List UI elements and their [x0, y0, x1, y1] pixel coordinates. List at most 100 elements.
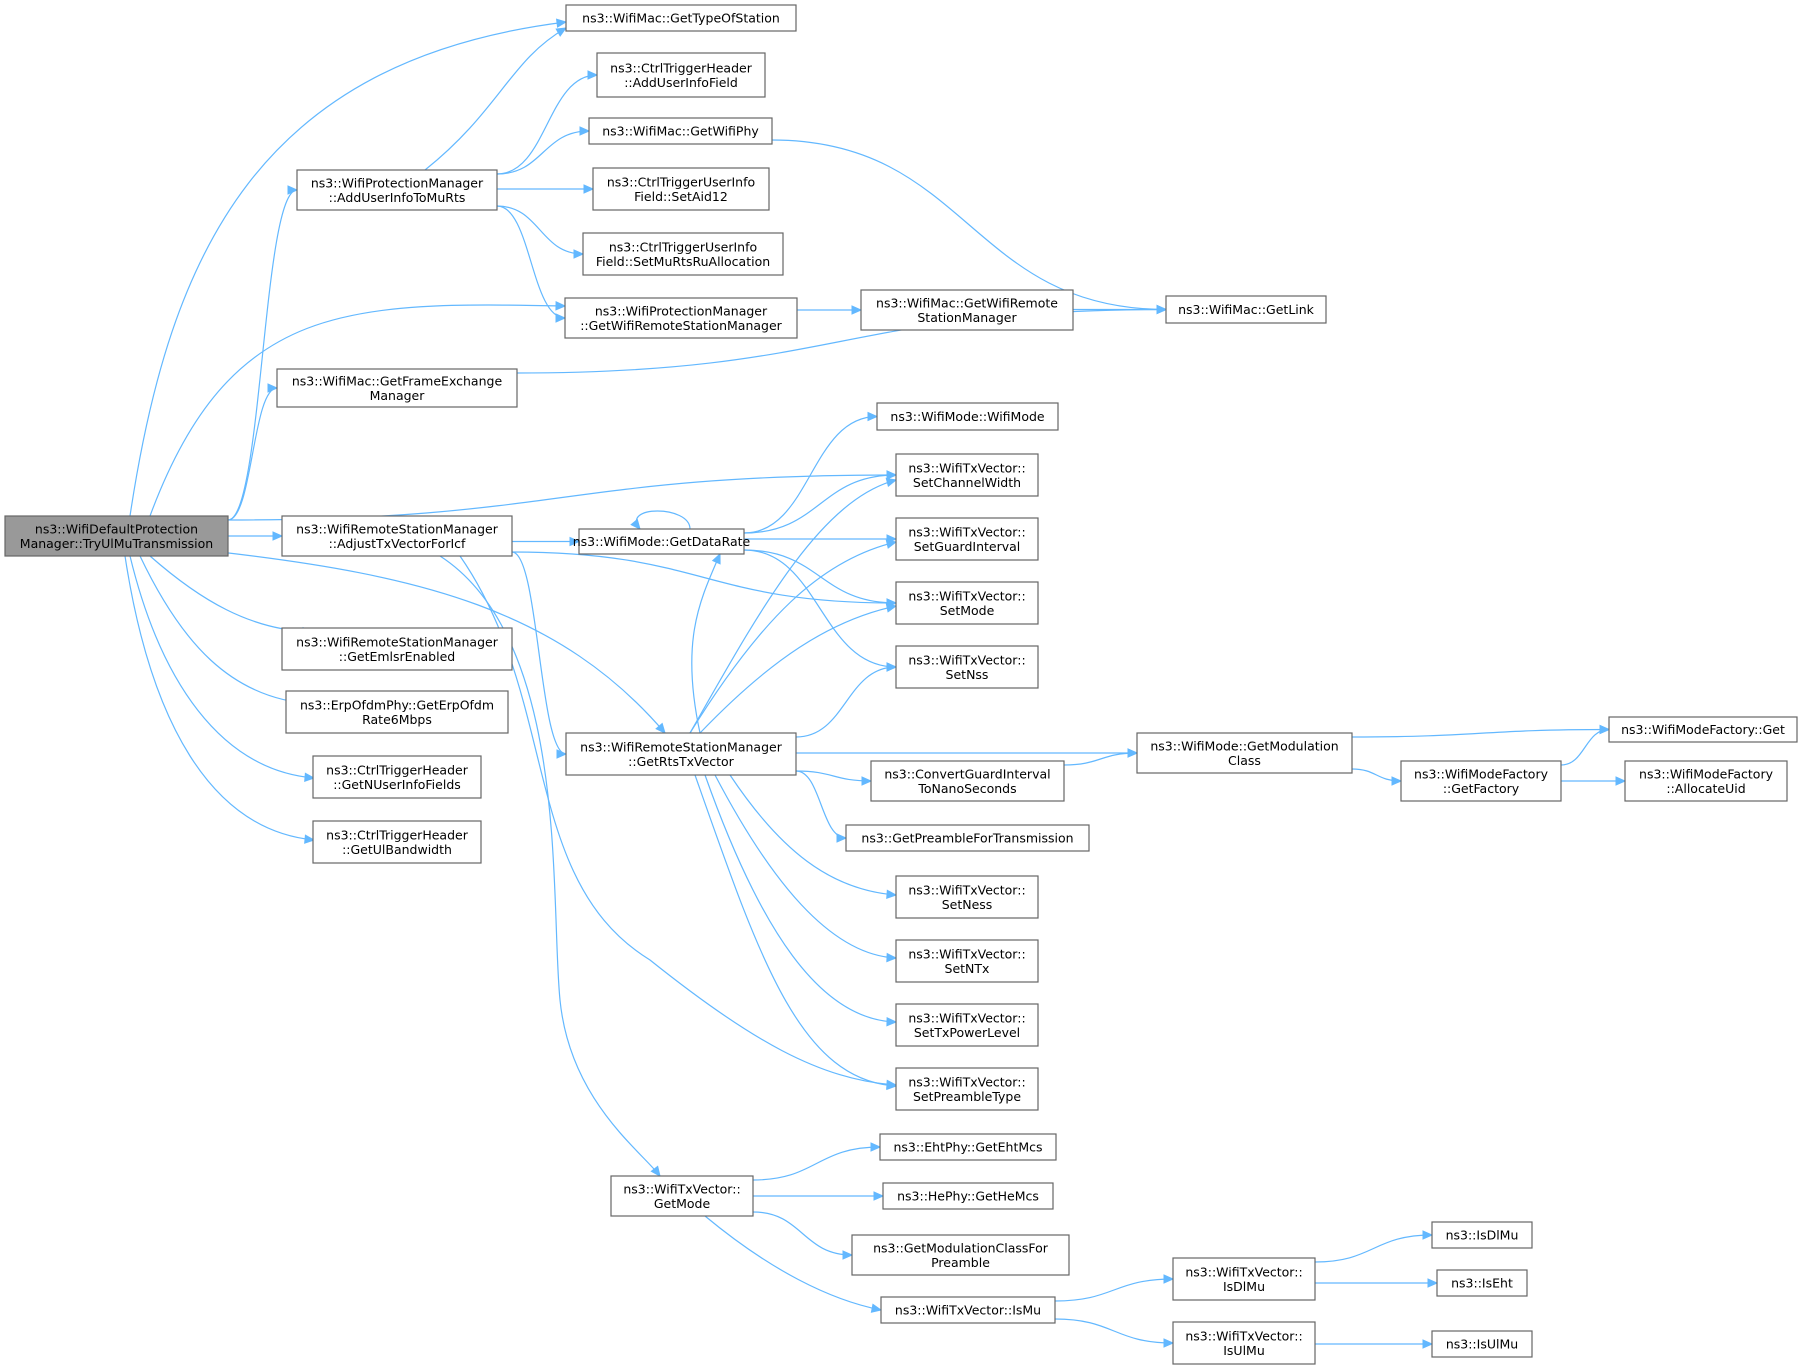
edge-getDataRate-to-setNss — [743, 549, 898, 672]
edge-getDataRate-to-setChannelWidth — [743, 470, 898, 534]
node-label: ns3::WifiRemoteStationManager — [296, 521, 499, 536]
node-label: SetTxPowerLevel — [914, 1025, 1020, 1040]
node-isMu[interactable]: ns3::WifiTxVector::IsMu — [880, 1296, 1056, 1324]
edge-arrowhead — [304, 834, 316, 844]
node-wifiModeCtor[interactable]: ns3::WifiMode::WifiMode — [876, 402, 1059, 431]
edge-line — [795, 770, 872, 782]
node-label: Manager::TryUlMuTransmission — [20, 536, 213, 551]
node-getLink[interactable]: ns3::WifiMac::GetLink — [1165, 295, 1327, 324]
edge-arrowhead — [579, 126, 591, 136]
node-setMode[interactable]: ns3::WifiTxVector::SetMode — [895, 581, 1039, 625]
node-label: Rate6Mbps — [362, 712, 432, 727]
edge-getRtsTxVector-to-getModulationClass — [796, 748, 1139, 758]
edge-arrowhead — [1615, 776, 1627, 786]
node-label: IsUlMu — [1223, 1343, 1265, 1358]
node-getMode[interactable]: ns3::WifiTxVector::GetMode — [610, 1175, 754, 1217]
node-setTxPowerLevel[interactable]: ns3::WifiTxVector::SetTxPowerLevel — [895, 1003, 1039, 1047]
node-box — [1172, 1321, 1316, 1365]
node-getWifiPhy[interactable]: ns3::WifiMac::GetWifiPhy — [588, 117, 773, 145]
node-getFactory[interactable]: ns3::WifiModeFactory::GetFactory — [1400, 760, 1562, 802]
edge-adjustTxVectorForIcf-to-setPreambleType — [459, 555, 898, 1090]
edge-getWifiPhy-to-getLink — [771, 139, 1168, 315]
node-addUserInfoToMuRts[interactable]: ns3::WifiProtectionManager::AddUserInfoT… — [296, 169, 498, 211]
edge-root-to-getRtsTxVector — [219, 551, 666, 734]
edge-arrowhead — [886, 1016, 898, 1027]
node-getNUserInfoFields[interactable]: ns3::CtrlTriggerHeader::GetNUserInfoFiel… — [312, 755, 482, 799]
edge-line — [743, 415, 878, 534]
node-allocateUid[interactable]: ns3::WifiModeFactory::AllocateUid — [1624, 760, 1788, 802]
node-macGetWifiRemoteStationManager[interactable]: ns3::WifiMac::GetWifiRemoteStationManage… — [860, 289, 1074, 331]
node-getTypeOfStation[interactable]: ns3::WifiMac::GetTypeOfStation — [565, 4, 797, 32]
edge-root-to-getNUserInfoFields — [129, 555, 316, 782]
node-setMuRtsRuAllocation[interactable]: ns3::CtrlTriggerUserInfoField::SetMuRtsR… — [582, 232, 784, 276]
node-getDataRate[interactable]: ns3::WifiMode::GetDataRate — [573, 528, 751, 555]
node-setGuardInterval[interactable]: ns3::WifiTxVector::SetGuardInterval — [895, 517, 1039, 561]
node-getHeMcs[interactable]: ns3::HePhy::GetHeMcs — [882, 1182, 1054, 1210]
node-setNss[interactable]: ns3::WifiTxVector::SetNss — [895, 645, 1039, 689]
node-label: ::GetNUserInfoFields — [333, 777, 461, 792]
node-addUserInfoField[interactable]: ns3::CtrlTriggerHeader::AddUserInfoField — [596, 52, 766, 98]
node-getEhtMcs[interactable]: ns3::EhtPhy::GetEhtMcs — [879, 1133, 1057, 1161]
node-txIsUlMu[interactable]: ns3::WifiTxVector::IsUlMu — [1172, 1321, 1316, 1365]
edge-getMode-to-getEhtMcs — [752, 1142, 882, 1181]
node-label: ::GetWifiRemoteStationManager — [580, 318, 782, 333]
node-getModulationClass[interactable]: ns3::WifiMode::GetModulationClass — [1136, 732, 1353, 774]
node-txIsDlMu[interactable]: ns3::WifiTxVector::IsDlMu — [1172, 1257, 1316, 1301]
node-getEmlsrEnabled[interactable]: ns3::WifiRemoteStationManager::GetEmlsrE… — [281, 627, 513, 671]
node-box — [895, 875, 1039, 919]
edge-arrowhead — [885, 539, 898, 549]
node-root[interactable]: ns3::WifiDefaultProtectionManager::TryUl… — [4, 515, 229, 557]
node-setChannelWidth[interactable]: ns3::WifiTxVector::SetChannelWidth — [895, 453, 1039, 497]
node-setNTx[interactable]: ns3::WifiTxVector::SetNTx — [895, 939, 1039, 983]
node-setNess[interactable]: ns3::WifiTxVector::SetNess — [895, 875, 1039, 919]
edge-getModulationClass-to-getFactory — [1351, 768, 1403, 786]
node-label: ns3::WifiModeFactory — [1414, 766, 1549, 781]
node-box — [578, 528, 745, 555]
node-label: ns3::WifiMode::WifiMode — [890, 409, 1045, 424]
node-box — [895, 581, 1039, 625]
node-box — [588, 117, 773, 145]
node-label: ns3::CtrlTriggerHeader — [326, 827, 469, 842]
node-isUlMuFree[interactable]: ns3::IsUlMu — [1431, 1330, 1533, 1358]
edge-isMu-to-txIsDlMu — [1054, 1274, 1175, 1302]
node-box — [285, 690, 509, 734]
node-label: ns3::WifiModeFactory::Get — [1621, 722, 1785, 737]
edge-line — [704, 774, 897, 1023]
node-pmGetWifiRemoteStationManager[interactable]: ns3::WifiProtectionManager::GetWifiRemot… — [564, 297, 798, 339]
edge-arrowhead — [287, 185, 299, 195]
node-isEht[interactable]: ns3::IsEht — [1436, 1269, 1528, 1297]
node-label: Field::SetMuRtsRuAllocation — [596, 254, 770, 269]
node-box — [1431, 1330, 1533, 1358]
node-box — [860, 289, 1074, 331]
node-box — [895, 1067, 1039, 1111]
node-box — [1400, 760, 1562, 802]
node-isDlMuFree[interactable]: ns3::IsDlMu — [1431, 1221, 1533, 1249]
node-box — [845, 824, 1090, 852]
node-label: Field::SetAid12 — [634, 189, 728, 204]
node-label: ns3::WifiTxVector:: — [1185, 1264, 1302, 1279]
node-getPreambleForTransmission[interactable]: ns3::GetPreambleForTransmission — [845, 824, 1090, 852]
node-setPreambleType[interactable]: ns3::WifiTxVector::SetPreambleType — [895, 1067, 1039, 1111]
node-box — [564, 297, 798, 339]
node-label: ::GetUlBandwidth — [342, 842, 452, 857]
edge-line — [752, 1146, 881, 1181]
edge-arrowhead — [886, 662, 898, 672]
edge-line — [1063, 752, 1138, 766]
node-adjustTxVectorForIcf[interactable]: ns3::WifiRemoteStationManager::AdjustTxV… — [281, 515, 513, 557]
edge-getRtsTxVector-to-convertGuardInterval — [795, 770, 873, 786]
edge-line — [496, 74, 598, 175]
node-factoryGet[interactable]: ns3::WifiModeFactory::Get — [1608, 716, 1798, 743]
edge-root-to-setChannelWidth — [227, 470, 898, 521]
edges-layer — [124, 18, 1627, 1349]
node-label: ns3::CtrlTriggerUserInfo — [607, 174, 755, 189]
node-getRtsTxVector[interactable]: ns3::WifiRemoteStationManager::GetRtsTxV… — [565, 732, 797, 776]
edge-line — [511, 551, 897, 604]
node-getUlBandwidth[interactable]: ns3::CtrlTriggerHeader::GetUlBandwidth — [312, 820, 482, 864]
node-box — [895, 1003, 1039, 1047]
edge-line — [227, 387, 278, 521]
